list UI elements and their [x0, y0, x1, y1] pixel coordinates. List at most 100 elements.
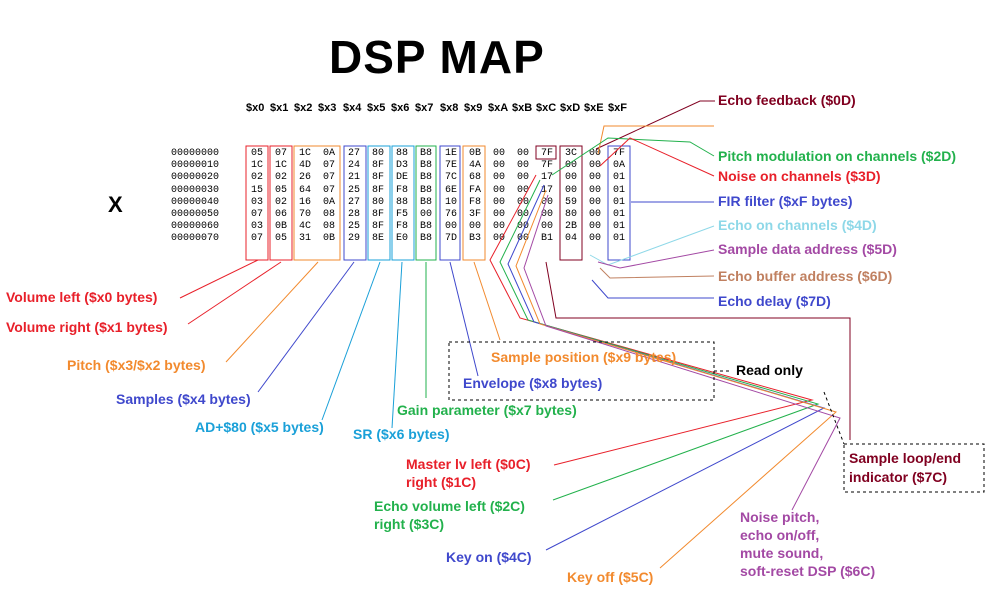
hex-cell: 00	[588, 172, 601, 184]
hex-cell: 03	[250, 221, 263, 233]
hex-cell: 0A	[322, 196, 335, 208]
hex-cell: 00	[588, 184, 601, 196]
hex-cell: B3	[468, 233, 481, 245]
column-header: $x6	[391, 102, 410, 114]
hex-cell: 00	[588, 233, 601, 245]
label-sample-loop-line2: indicator ($7C)	[849, 469, 948, 485]
column-header: $x1	[270, 102, 289, 114]
hex-cell: D3	[395, 160, 408, 172]
hex-cell: 68	[468, 172, 481, 184]
hex-cell: B8	[419, 160, 432, 172]
hex-cell: 8F	[371, 172, 384, 184]
hex-cell: 21	[347, 172, 360, 184]
hex-cell: 2B	[564, 221, 577, 233]
hex-cell: 25	[347, 184, 360, 196]
hex-cell: B8	[419, 184, 432, 196]
label-read-only: Read only	[736, 362, 803, 378]
hex-cell: 01	[612, 172, 625, 184]
label-noise-channels: Noise on channels ($3D)	[718, 168, 881, 184]
column-header: $x3	[318, 102, 337, 114]
hex-cell: 26	[298, 172, 311, 184]
hex-cell: 08	[322, 221, 335, 233]
hex-cell: 00	[492, 172, 505, 184]
hex-cell: 17	[540, 184, 553, 196]
column-header: $x0	[246, 102, 265, 114]
hex-cell: 8E	[371, 233, 384, 245]
hex-cell: 00	[516, 148, 529, 159]
hex-cell: 70	[298, 209, 311, 220]
hex-cell: F8	[395, 221, 408, 233]
hex-cell: DE	[395, 172, 408, 184]
hex-cell: 80	[371, 148, 384, 159]
hex-cell: F8	[468, 196, 481, 208]
label-fir-filter: FIR filter ($xF bytes)	[718, 193, 853, 209]
column-header: $x9	[464, 102, 483, 114]
hex-cell: 88	[395, 148, 408, 159]
hex-cell: 00	[588, 160, 601, 172]
hex-cell: 00	[419, 209, 432, 220]
label-volume-right: Volume right ($x1 bytes)	[6, 319, 168, 335]
hex-cell: 0B	[274, 221, 287, 233]
label-echo-channels: Echo on channels ($4D)	[718, 217, 877, 233]
hex-cell: 0B	[322, 233, 335, 245]
hex-cell: 00	[540, 221, 553, 233]
hex-cell: 00	[588, 196, 601, 208]
hex-cell: 00	[564, 184, 577, 196]
label-sample-data-address: Sample data address ($5D)	[718, 241, 897, 257]
hex-cell: 4D	[298, 160, 311, 172]
hex-cell: F8	[395, 184, 408, 196]
hex-cell: 8F	[371, 221, 384, 233]
hex-cell: 07	[322, 160, 335, 172]
hex-cell: 07	[250, 209, 263, 220]
hex-cell: 00	[516, 221, 529, 233]
hex-cell: 80	[371, 196, 384, 208]
hex-cell: 4C	[298, 221, 311, 233]
hex-cell: 1C	[250, 160, 263, 172]
hex-cell: 29	[347, 233, 360, 245]
hex-cell: 05	[274, 233, 287, 245]
hex-cell: 15	[250, 184, 263, 196]
hex-cell: 7D	[444, 233, 457, 245]
label-sample-position: Sample position ($x9 bytes)	[491, 349, 677, 365]
hex-cell: 27	[347, 196, 360, 208]
hex-cell: 0A	[322, 148, 335, 159]
hex-cell: 02	[274, 172, 287, 184]
hex-cell: 00	[516, 233, 529, 245]
hex-cell: 00	[492, 233, 505, 245]
hex-cell: 7F	[540, 148, 553, 159]
side-x-mark: X	[108, 192, 123, 217]
hex-cell: 4A	[468, 160, 481, 172]
label-noise-pitch-line2: echo on/off,	[740, 527, 820, 543]
row-address: 00000060	[171, 221, 220, 233]
hex-cell: 1C	[298, 148, 311, 159]
label-noise-pitch-line4: soft-reset DSP ($6C)	[740, 563, 876, 579]
label-pitch: Pitch ($x3/$x2 bytes)	[67, 357, 206, 373]
label-echo-delay: Echo delay ($7D)	[718, 293, 831, 309]
row-address: 00000070	[171, 233, 220, 245]
column-header: $x4	[343, 102, 362, 114]
hex-cell: 76	[444, 209, 457, 220]
label-pitch-modulation: Pitch modulation on channels ($2D)	[718, 148, 957, 164]
hex-cell: 00	[444, 221, 457, 233]
hex-cell: 00	[564, 172, 577, 184]
hex-cell: 88	[395, 196, 408, 208]
hex-cell: 24	[347, 160, 360, 172]
hex-cell: 06	[274, 209, 287, 220]
hex-cell: 00	[516, 196, 529, 208]
column-header: $xB	[512, 102, 533, 114]
hex-cell: B8	[419, 172, 432, 184]
hex-cell: FA	[468, 184, 481, 196]
row-address: 00000050	[171, 209, 220, 220]
label-envelope: Envelope ($x8 bytes)	[463, 375, 603, 391]
hex-cell: 02	[274, 196, 287, 208]
row-address: 00000000	[171, 148, 220, 159]
hex-cell: 05	[250, 148, 263, 159]
hex-cell: 00	[492, 196, 505, 208]
hex-cell: 3F	[468, 209, 481, 220]
hex-cell: B8	[419, 221, 432, 233]
hex-cell: E0	[395, 233, 408, 245]
hex-cell: 64	[298, 184, 311, 196]
hex-cell: 00	[516, 172, 529, 184]
hex-cell: 07	[250, 233, 263, 245]
